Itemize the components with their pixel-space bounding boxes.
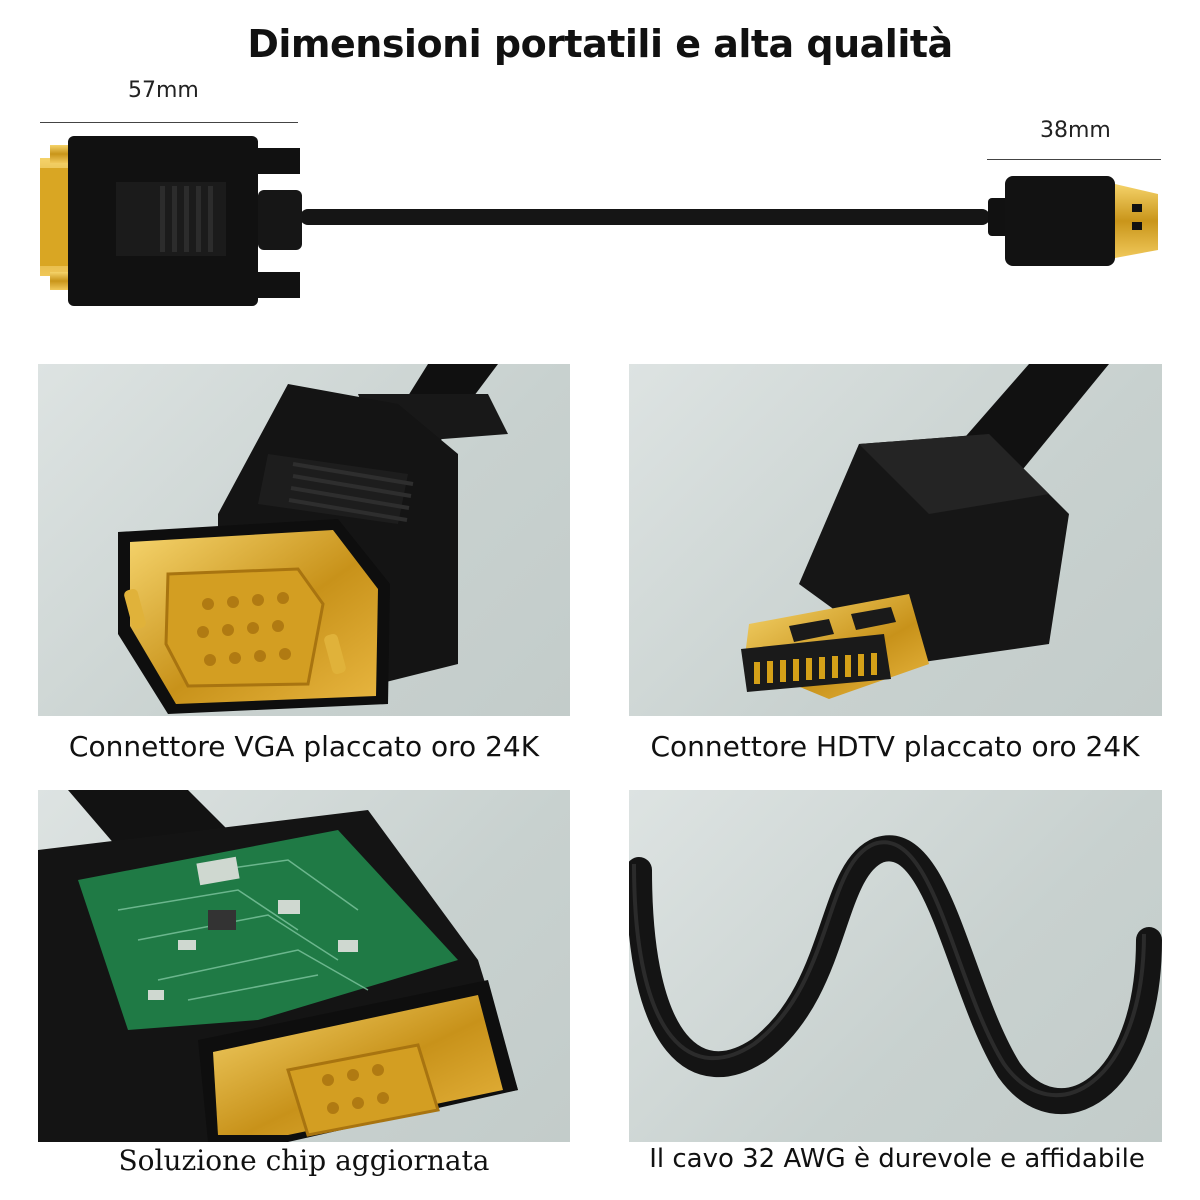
vga-connector-icon bbox=[118, 364, 508, 714]
vga-length-label: 57mm bbox=[128, 78, 199, 103]
chip-board-panel bbox=[38, 790, 570, 1142]
caption-hdmi-connector: Connettore HDTV placcato oro 24K bbox=[650, 730, 1140, 763]
caption-vga-connector: Connettore VGA placcato oro 24K bbox=[68, 730, 540, 763]
vga-connector-panel bbox=[38, 364, 570, 716]
vga-connector-side-icon bbox=[40, 136, 302, 306]
hdmi-connector-panel bbox=[629, 364, 1162, 716]
hdmi-connector-side-icon bbox=[988, 176, 1158, 266]
caption-coiled-cable: Il cavo 32 AWG è durevole e affidabile bbox=[649, 1144, 1145, 1174]
cable-line bbox=[300, 209, 990, 225]
hdmi-dimension-line bbox=[987, 159, 1161, 160]
hdmi-length-label: 38mm bbox=[1040, 118, 1111, 143]
hdmi-connector-icon bbox=[741, 364, 1109, 699]
cable-diagram bbox=[40, 136, 1158, 306]
coiled-cable-icon bbox=[629, 835, 1162, 1115]
vga-dimension-line bbox=[40, 122, 298, 123]
page-title: Dimensioni portatili e alta qualità bbox=[247, 22, 953, 66]
caption-chip-board: Soluzione chip aggiornata bbox=[118, 1144, 490, 1177]
chip-board-icon bbox=[38, 790, 518, 1142]
coiled-cable-panel bbox=[629, 790, 1162, 1142]
